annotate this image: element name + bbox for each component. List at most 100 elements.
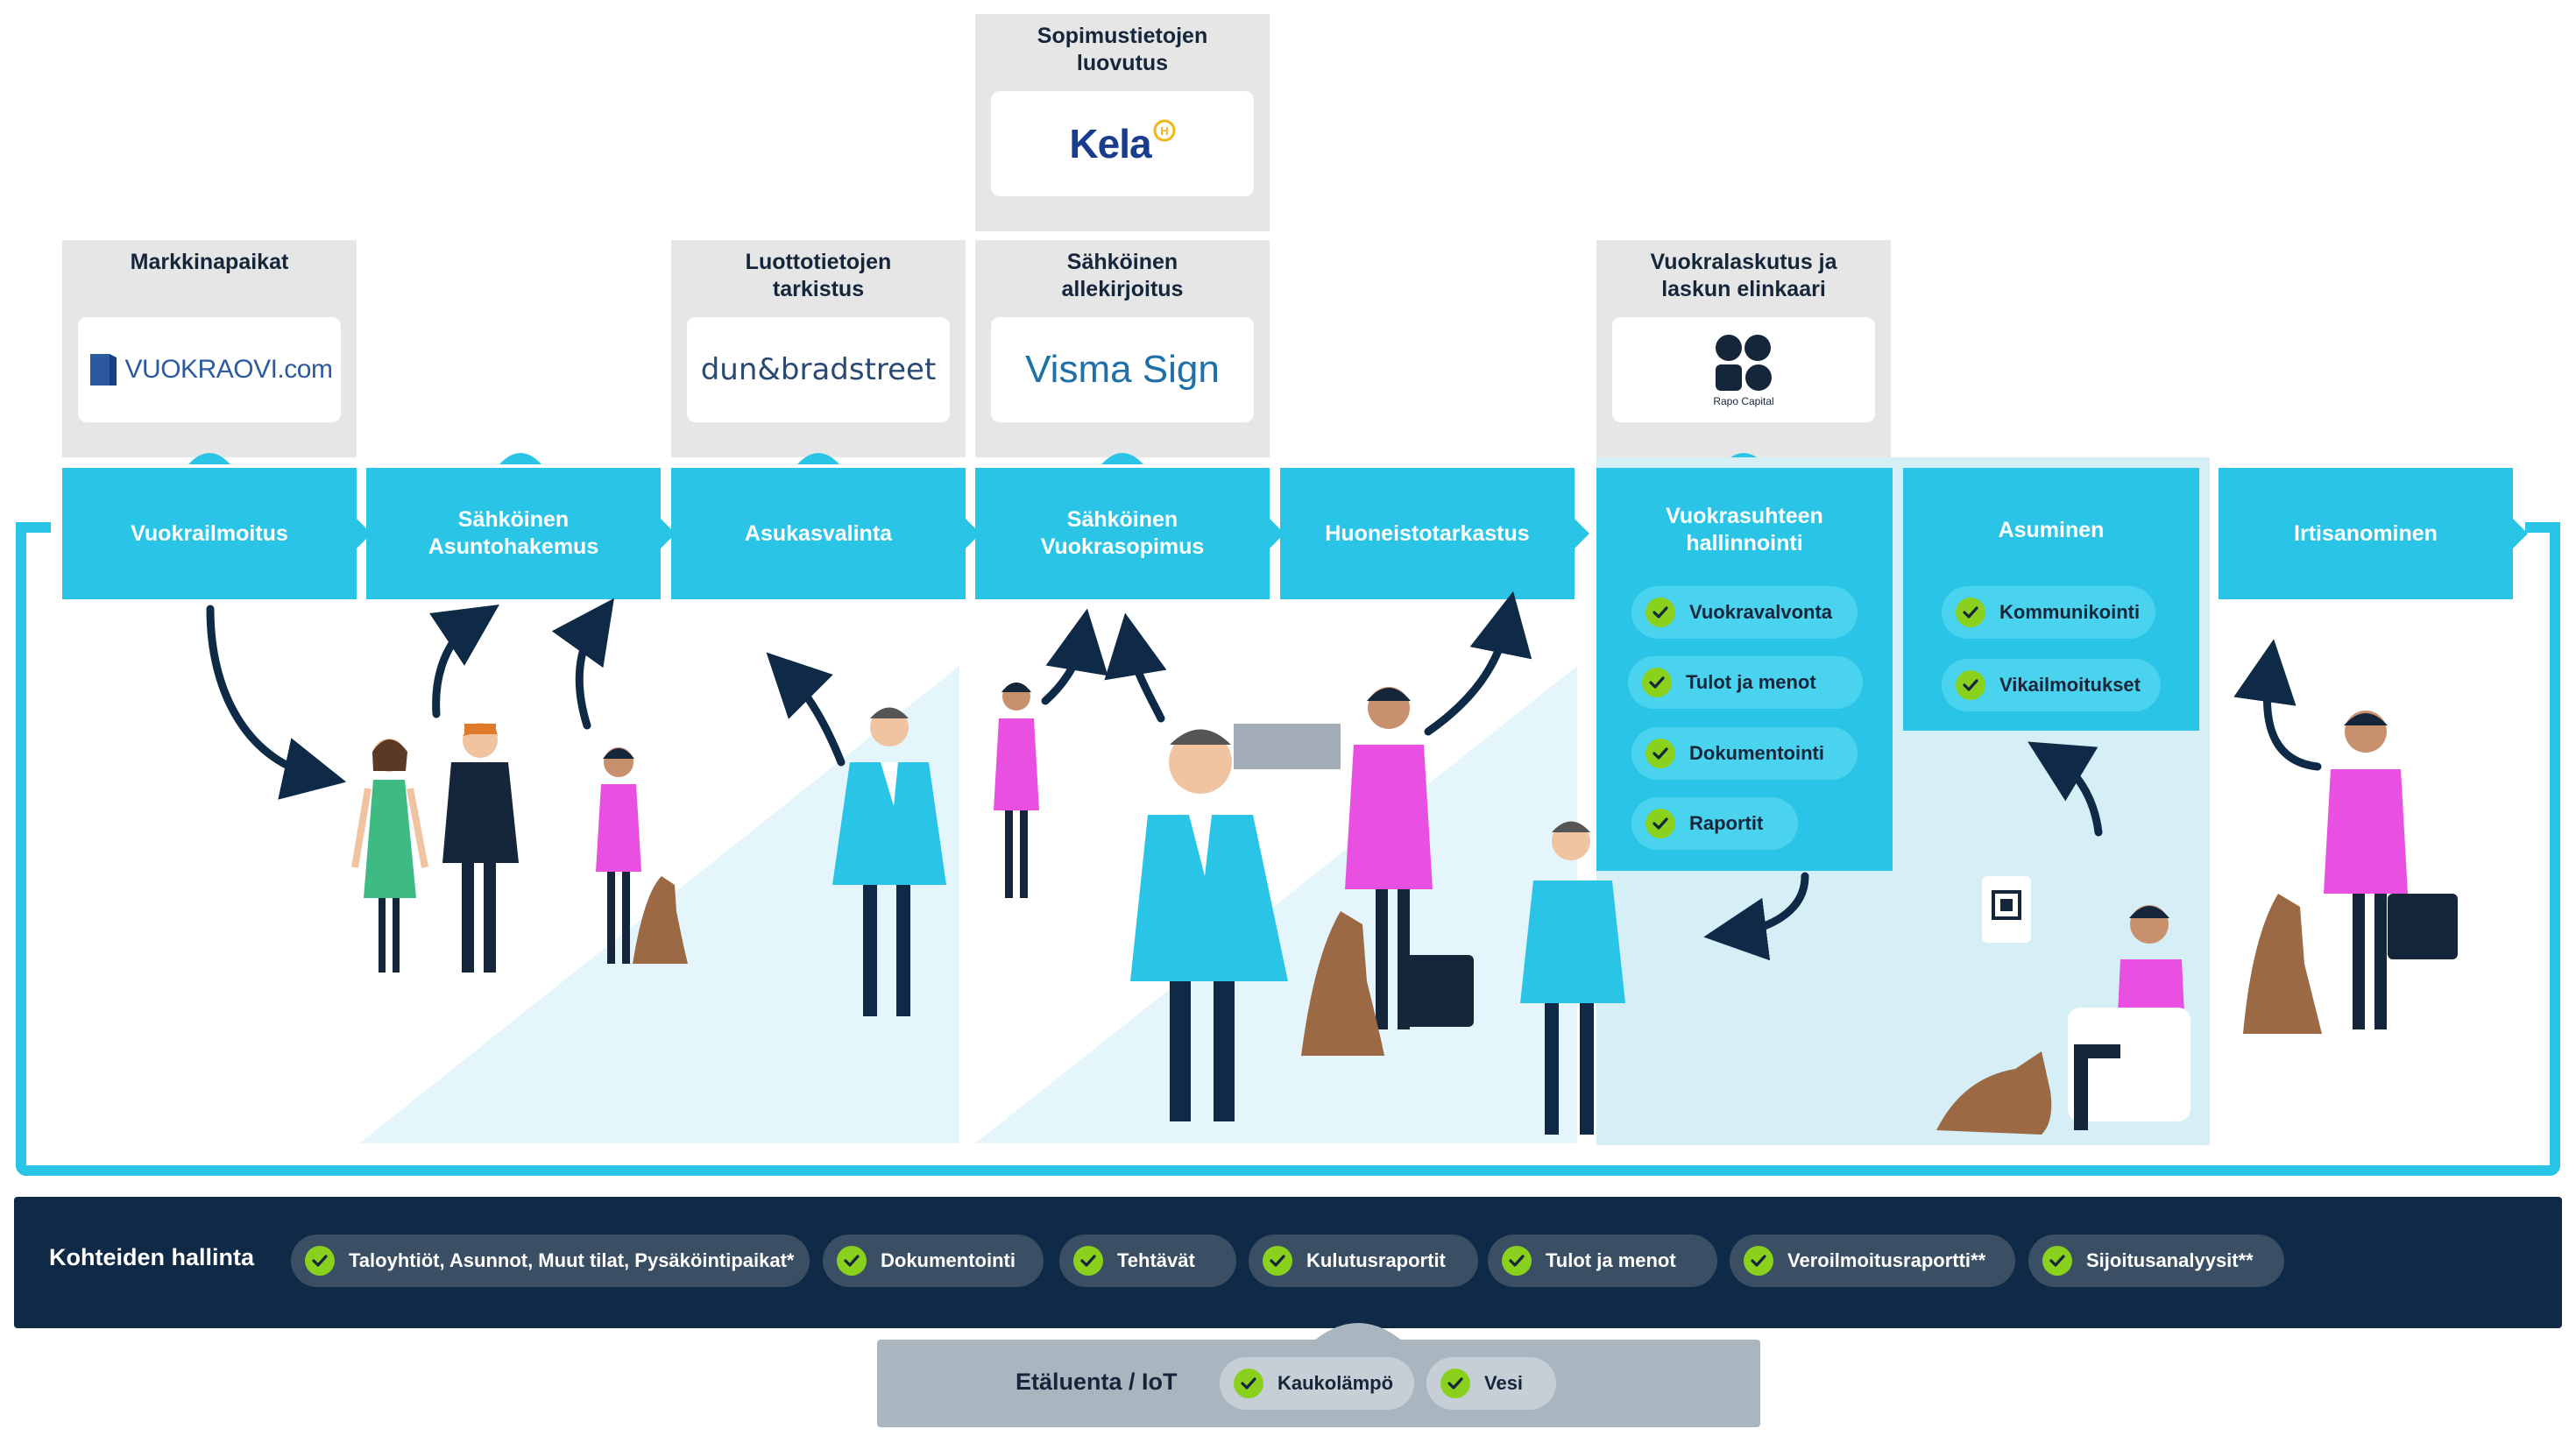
integration-credit-check: Luottotietojen tarkistus dun&bradstreet [671, 240, 966, 457]
remote-reading-title: Etäluenta / IoT [1016, 1369, 1178, 1395]
vuokraovi-logo: VUOKRAOVI.com [78, 317, 341, 422]
svg-text:H: H [1160, 124, 1168, 138]
feature-reports[interactable]: Raportit [1631, 797, 1798, 850]
arrow-applicant-up-1 [429, 605, 499, 718]
pm-item-label: Tehtävät [1117, 1249, 1195, 1271]
iot-item-district-heating[interactable]: Kaukolämpö [1220, 1357, 1414, 1410]
iot-item-label: Kaukolämpö [1277, 1372, 1394, 1394]
step-rental-ad[interactable]: Vuokrailmoitus [62, 468, 372, 599]
suitcase-icon [1402, 955, 1474, 1027]
connector-bars [1314, 1323, 1402, 1340]
step-apartment-inspection[interactable]: Huoneistotarkastus [1280, 468, 1589, 599]
dun-bradstreet-logo: dun&bradstreet [687, 317, 950, 422]
pm-item-documentation[interactable]: Dokumentointi [823, 1234, 1044, 1287]
feature-label: Dokumentointi [1689, 742, 1824, 764]
visma-sign-logo-text: Visma Sign [1025, 348, 1220, 391]
check-icon [1645, 598, 1675, 627]
step-label: Irtisanominen [2294, 520, 2438, 546]
integration-title: Luottotietojen tarkistus [745, 250, 892, 301]
rapo-capital-mark-icon [1716, 335, 1772, 391]
pm-item-consumption-reports[interactable]: Kulutusraportit [1249, 1234, 1478, 1287]
arrow-applicant-up-2 [551, 598, 614, 730]
dog-large-2 [2243, 894, 2322, 1034]
pm-item-label: Kulutusraportit [1306, 1249, 1446, 1271]
step-label: Sähköinen Asuntohakemus [428, 507, 599, 559]
step-label: Vuokrasuhteen hallinnointi [1666, 504, 1823, 555]
qr-sign-icon [1982, 876, 2031, 943]
check-icon [2042, 1246, 2072, 1276]
arrow-living-up [2028, 741, 2103, 837]
integration-contract-disclosure: Sopimustietojen luovutus Kela H [975, 14, 1270, 231]
iot-item-water[interactable]: Vesi [1426, 1357, 1556, 1410]
connector-marketplaces [188, 453, 230, 464]
step-termination[interactable]: Irtisanominen [2219, 468, 2528, 599]
person-woman-seated [2068, 905, 2190, 1130]
integration-rent-invoicing: Vuokralaskutus ja laskun elinkaari Rapo … [1596, 240, 1891, 457]
integration-e-signature: Sähköinen allekirjoitus Visma Sign [975, 240, 1270, 457]
pm-item-investment-analyses[interactable]: Sijoitusanalyysit** [2028, 1234, 2284, 1287]
feature-communication[interactable]: Kommunikointi [1942, 586, 2155, 639]
feature-label: Raportit [1689, 812, 1764, 834]
flow-arrows [206, 591, 2322, 961]
feature-rent-monitoring[interactable]: Vuokravalvonta [1631, 586, 1858, 639]
step-label: Vuokrailmoitus [131, 520, 288, 546]
step-label: Huoneistotarkastus [1325, 520, 1530, 546]
pm-item-tax-report[interactable]: Veroilmoitusraportti** [1730, 1234, 2015, 1287]
check-icon [1645, 739, 1675, 768]
step-label: Asukasvalinta [744, 520, 893, 546]
pm-item-label: Dokumentointi [881, 1249, 1016, 1271]
step-electronic-lease[interactable]: Sähköinen Vuokrasopimus [975, 468, 1284, 599]
kela-logo: Kela H [991, 91, 1254, 196]
feature-income-expenses[interactable]: Tulot ja menot [1628, 656, 1863, 709]
check-icon [837, 1246, 867, 1276]
check-icon [305, 1246, 335, 1276]
check-icon [1440, 1369, 1470, 1398]
feature-label: Tulot ja menot [1686, 671, 1816, 693]
person-woman-green [351, 739, 428, 973]
vuokraovi-door-icon [89, 354, 117, 386]
pm-item-label: Taloyhtiöt, Asunnot, Muut tilat, Pysäköi… [349, 1249, 795, 1271]
connector-application [499, 453, 541, 464]
arrow-termination-up [2233, 639, 2322, 771]
arrow-lease-up-2 [1104, 612, 1167, 723]
pm-item-tasks[interactable]: Tehtävät [1059, 1234, 1236, 1287]
pm-item-label: Tulot ja menot [1546, 1249, 1676, 1271]
rapo-capital-logo: Rapo Capital [1612, 317, 1875, 422]
check-icon [1956, 670, 1985, 700]
feature-documentation[interactable]: Dokumentointi [1631, 727, 1858, 780]
pm-item-properties[interactable]: Taloyhtiöt, Asunnot, Muut tilat, Pysäköi… [291, 1234, 810, 1287]
arrow-lease-up-1 [1041, 608, 1108, 705]
step-tenant-selection[interactable]: Asukasvalinta [671, 468, 980, 599]
person-woman-phone-small [994, 683, 1039, 898]
dog-large-1 [1301, 911, 1384, 1056]
pm-item-income-expenses[interactable]: Tulot ja menot [1488, 1234, 1717, 1287]
person-agent-selection [832, 707, 946, 1016]
arrow-management-down [1703, 872, 1809, 961]
pm-item-label: Veroilmoitusraportti** [1787, 1249, 1986, 1271]
loop-left-edge [16, 522, 26, 557]
dun-bradstreet-logo-text: dun&bradstreet [700, 352, 937, 387]
connector-credit [797, 453, 839, 464]
step-label: Sähköinen Vuokrasopimus [1040, 507, 1205, 559]
suitcase-icon-2 [2388, 894, 2458, 959]
person-agent-inspection [1520, 821, 1625, 1135]
visma-sign-logo: Visma Sign [991, 317, 1254, 422]
feature-fault-reports[interactable]: Vikailmoitukset [1942, 659, 2161, 711]
property-management-title: Kohteiden hallinta [49, 1244, 255, 1270]
vuokraovi-logo-text: VUOKRAOVI.com [124, 355, 333, 384]
arrow-selection-up [766, 652, 846, 767]
step-label: Asuminen [1998, 518, 2105, 542]
dog-small-1 [633, 876, 688, 964]
loop-right-edge [2550, 522, 2560, 557]
integration-marketplaces: Markkinapaikat VUOKRAOVI.com [62, 240, 357, 457]
integration-title: Markkinapaikat [130, 250, 289, 274]
person-woman-leaving [2324, 711, 2408, 1029]
step-electronic-application[interactable]: Sähköinen Asuntohakemus [366, 468, 676, 599]
iot-item-label: Vesi [1484, 1372, 1524, 1394]
feature-label: Vuokravalvonta [1689, 601, 1833, 623]
pm-item-label: Sijoitusanalyysit** [2086, 1249, 2254, 1271]
check-icon [1234, 1369, 1263, 1398]
process-loop-frame [16, 527, 2560, 1176]
integration-title: Vuokralaskutus ja laskun elinkaari [1650, 250, 1837, 301]
feature-label: Kommunikointi [1999, 601, 2141, 623]
